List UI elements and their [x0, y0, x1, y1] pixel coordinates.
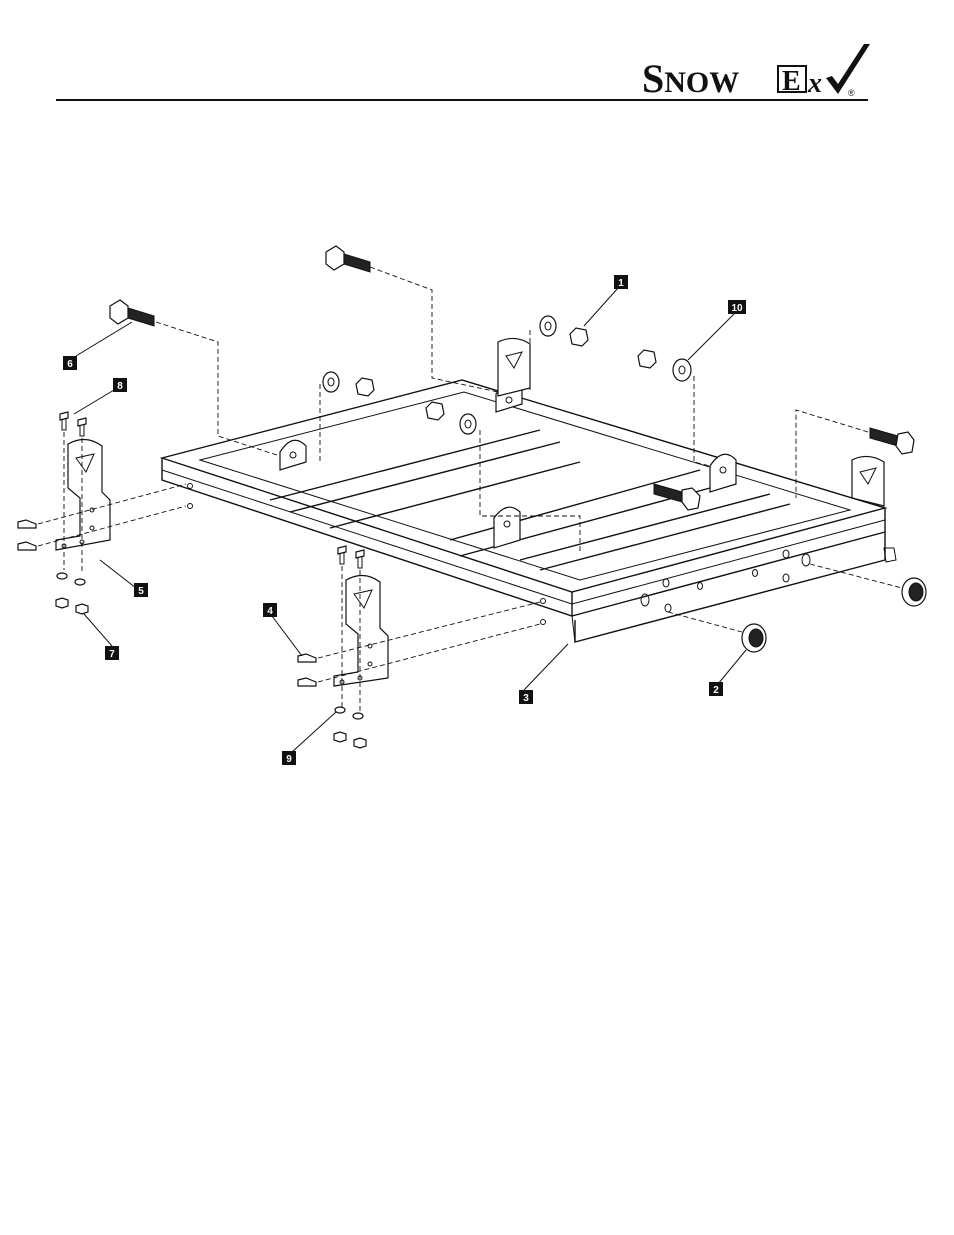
callout-4: 4	[263, 603, 277, 617]
callout-label: 2	[713, 685, 719, 696]
hex-nut	[354, 738, 366, 748]
leader-line-5	[100, 560, 136, 588]
callout-label: 1	[618, 278, 624, 289]
leader-line-1	[584, 288, 618, 326]
right-bolt	[870, 428, 914, 454]
dashed-guide	[156, 322, 280, 456]
hex-nut	[334, 732, 346, 742]
callout-1: 1	[614, 275, 628, 289]
washer-1	[540, 316, 556, 336]
bolt-head	[896, 432, 914, 454]
middle-bolt	[654, 484, 700, 510]
callout-2: 2	[709, 682, 723, 696]
frame-hole	[783, 574, 789, 582]
bolt-thread	[870, 428, 898, 446]
corner-fitting	[884, 548, 896, 562]
bolt-short-4	[298, 654, 316, 662]
grommet-2	[742, 624, 766, 652]
hex-nut-7	[56, 598, 68, 608]
callout-8: 8	[113, 378, 127, 392]
washer-10	[673, 359, 691, 381]
bolt-short	[18, 542, 36, 550]
frame-top-outline	[162, 380, 885, 592]
carriage-bolt-head	[356, 550, 364, 558]
frame-assembly	[162, 338, 896, 642]
bolt-short	[298, 678, 316, 686]
frame-hole	[783, 550, 789, 558]
frame-hole	[665, 604, 671, 612]
leader-line-6	[76, 322, 132, 356]
leader-line-8	[74, 390, 114, 414]
upright-bracket	[852, 456, 884, 506]
bolt-thread	[128, 308, 154, 326]
callout-9: 9	[282, 751, 296, 765]
frame-hole	[663, 579, 669, 587]
callout-3: 3	[519, 690, 533, 704]
cross-member-d-bottom	[540, 504, 790, 570]
lock-washer	[57, 573, 67, 579]
frame-hole	[753, 570, 758, 577]
leader-line-7	[84, 614, 112, 646]
hex-nut	[426, 402, 444, 420]
grommet-inner	[909, 583, 923, 601]
frame-hole	[698, 583, 703, 590]
dashed-guide	[38, 484, 186, 524]
callout-label: 8	[117, 381, 123, 392]
callout-label: 3	[523, 693, 529, 704]
carriage-bolt-head-8	[60, 412, 68, 420]
top-bolt	[326, 246, 370, 272]
bolt-short	[18, 520, 36, 528]
frame-hole	[802, 554, 810, 566]
cross-member-d-top	[520, 494, 770, 560]
callout-10: 10	[728, 300, 746, 314]
hex-nut	[356, 378, 374, 396]
cross-member-a-bottom	[290, 442, 560, 512]
hex-nut-7	[76, 604, 88, 614]
bolt-head	[326, 246, 344, 270]
leader-line-3	[524, 644, 568, 690]
callout-label: 5	[138, 586, 144, 597]
leader-line-9	[292, 712, 336, 752]
callout-label: 6	[67, 359, 73, 370]
frame-inner-outline	[200, 392, 850, 580]
frame-hole	[541, 620, 546, 625]
washer	[460, 414, 476, 434]
hex-nut-10	[638, 350, 656, 368]
cross-member-b-top	[330, 462, 580, 528]
lock-washer-9	[335, 707, 345, 713]
dashed-guide	[370, 267, 498, 392]
grommet-inner	[749, 629, 763, 647]
washer	[323, 372, 339, 392]
bolt-head	[110, 300, 128, 324]
dashed-guide	[668, 612, 742, 632]
grommet-right	[902, 578, 926, 606]
carriage-bolt-head	[78, 418, 86, 426]
cross-member-c-top	[450, 470, 700, 540]
lock-washer	[353, 713, 363, 719]
leader-line-10	[688, 312, 736, 360]
frame-hole	[188, 484, 193, 489]
lock-washer	[75, 579, 85, 585]
callout-label: 4	[267, 606, 273, 617]
frame-lug	[280, 440, 306, 470]
hex-nut-1	[570, 328, 588, 346]
callout-label: 9	[286, 754, 292, 765]
frame-lug	[494, 507, 520, 548]
bolt-thread	[344, 254, 370, 272]
dashed-guide	[318, 624, 540, 682]
callout-6: 6	[63, 356, 77, 370]
carriage-bolt-head	[338, 546, 346, 554]
callout-7: 7	[105, 646, 119, 660]
frame-hole	[188, 504, 193, 509]
cross-member-a-top	[270, 430, 540, 500]
leader-line-2	[718, 650, 746, 684]
callout-label: 7	[109, 649, 115, 660]
callout-label: 10	[731, 303, 743, 314]
frame-hole	[541, 599, 546, 604]
leader-line-4	[272, 616, 302, 656]
callout-5: 5	[134, 583, 148, 597]
